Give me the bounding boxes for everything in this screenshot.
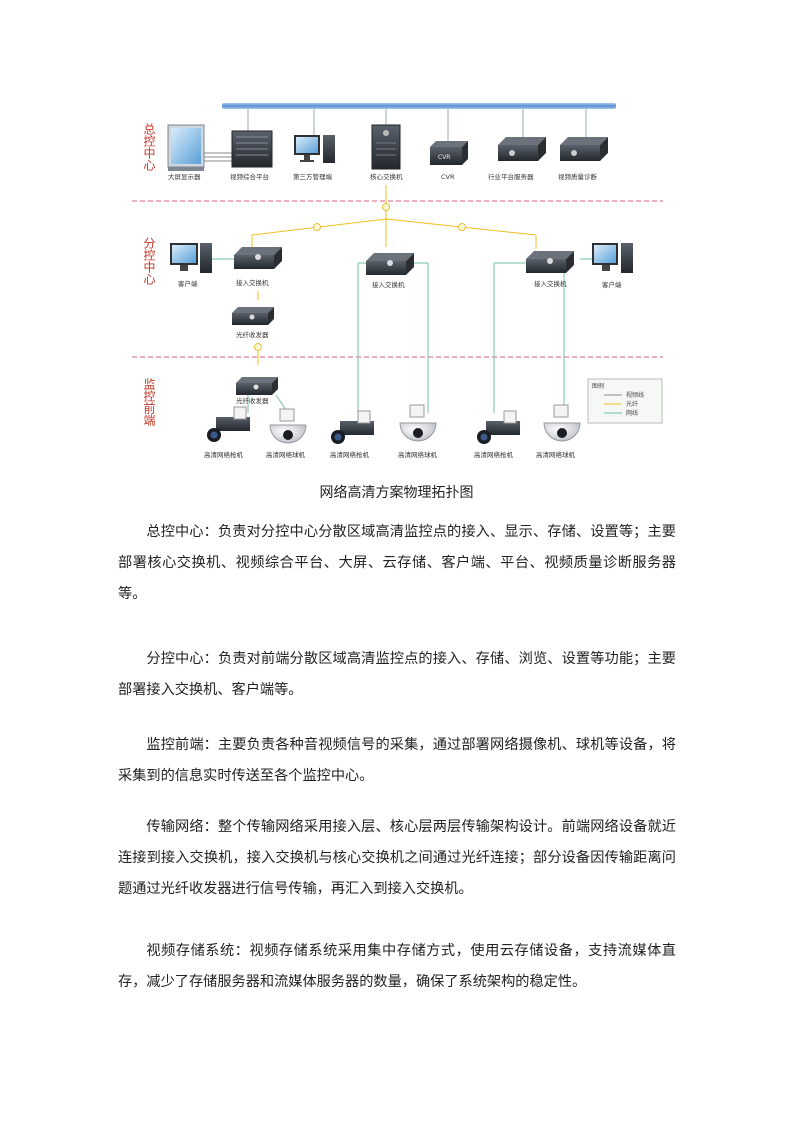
label-access-switch-1: 接入交换机 bbox=[236, 278, 269, 287]
label-third-party: 第三方管理端 bbox=[293, 172, 333, 181]
core-switch-device bbox=[371, 124, 401, 170]
camera-1-device bbox=[207, 406, 250, 442]
label-access-switch-3: 接入交换机 bbox=[534, 279, 567, 288]
paragraph-network: 传输网络：整个传输网络采用接入层、核心层两层传输架构设计。前端网络设备就近连接到… bbox=[118, 819, 676, 897]
diagram-legend: 图例 视频线 光纤 网线 bbox=[587, 378, 663, 424]
client-left-device bbox=[170, 243, 212, 273]
label-core-switch: 核心交换机 bbox=[370, 172, 403, 181]
camera-2-device bbox=[331, 410, 374, 444]
camera-3-device bbox=[477, 410, 520, 444]
label-client-right: 客户端 bbox=[602, 280, 622, 289]
dome-2-device bbox=[399, 404, 437, 442]
paragraph-frontend: 监控前端：主要负责各种音视频信号的采集，通过部署网络摄像机、球机等设备，将采集到… bbox=[118, 737, 676, 784]
label-big-screen: 大屏显示器 bbox=[168, 172, 201, 181]
network-topology-diagram: 总控中心 分控中心 监控前端 大屏显示器 bbox=[132, 103, 663, 459]
video-platform-device bbox=[231, 130, 273, 168]
paragraph-storage: 视频存储系统：视频存储系统采用集中存储方式，使用云存储设备，支持流媒体直存，减少… bbox=[118, 943, 676, 990]
access-switch-2-device bbox=[366, 253, 414, 275]
cvr-badge: CVR bbox=[438, 154, 450, 161]
access-switch-1-device bbox=[234, 247, 282, 269]
legend-item-fiber: 光纤 bbox=[626, 400, 638, 408]
dome-3-device bbox=[543, 404, 581, 442]
cvr-device: CVR bbox=[430, 141, 468, 165]
central-links bbox=[204, 109, 587, 162]
big-screen-device bbox=[167, 124, 205, 171]
label-fiber-transceiver-2: 光纤收发器 bbox=[236, 396, 269, 405]
label-client-left: 客户端 bbox=[178, 279, 198, 288]
legend-title: 图例 bbox=[592, 382, 604, 390]
access-switch-3-device bbox=[526, 251, 574, 273]
legend-item-network: 网线 bbox=[626, 409, 638, 417]
label-video-platform: 视频综合平台 bbox=[230, 172, 269, 181]
label-fiber-transceiver-1: 光纤收发器 bbox=[236, 330, 269, 339]
fiber-transceiver-2-device bbox=[236, 377, 278, 395]
paragraph-central: 总控中心：负责对分控中心分散区域高清监控点的接入、显示、存储、设置等；主要部署核… bbox=[118, 524, 676, 602]
zone-label-central: 总控中心 bbox=[142, 123, 156, 171]
figure-caption: 网络高清方案物理拓扑图 bbox=[319, 485, 474, 501]
label-dome-2: 高清网络球机 bbox=[398, 450, 438, 459]
label-camera-2: 高清网络枪机 bbox=[330, 450, 370, 459]
legend-item-video: 视频线 bbox=[626, 391, 644, 399]
zone-label-frontend: 监控前端 bbox=[142, 378, 156, 427]
third-party-client-device bbox=[294, 135, 335, 163]
fiber-connectors bbox=[254, 203, 466, 351]
label-camera-3: 高清网络枪机 bbox=[474, 450, 514, 459]
quality-diagnosis-device bbox=[560, 137, 608, 161]
dome-1-device bbox=[269, 408, 307, 444]
core-bus-line bbox=[222, 103, 616, 109]
label-quality-diag: 视频质量诊断 bbox=[558, 172, 598, 181]
label-access-switch-2: 接入交换机 bbox=[372, 280, 405, 289]
industry-server-device bbox=[498, 137, 546, 161]
label-camera-1: 高清网络枪机 bbox=[204, 450, 244, 459]
zone-label-branch: 分控中心 bbox=[142, 237, 156, 285]
client-right-device bbox=[592, 243, 633, 273]
label-industry-server: 行业平台服务器 bbox=[488, 172, 534, 181]
label-cvr: CVR bbox=[441, 173, 455, 181]
label-dome-1: 高清网络球机 bbox=[266, 450, 306, 459]
paragraph-branch: 分控中心：负责对前端分散区域高清监控点的接入、存储、浏览、设置等功能；主要部署接… bbox=[118, 651, 676, 698]
fiber-transceiver-1-device bbox=[232, 307, 274, 325]
label-dome-3: 高清网络球机 bbox=[536, 450, 576, 459]
